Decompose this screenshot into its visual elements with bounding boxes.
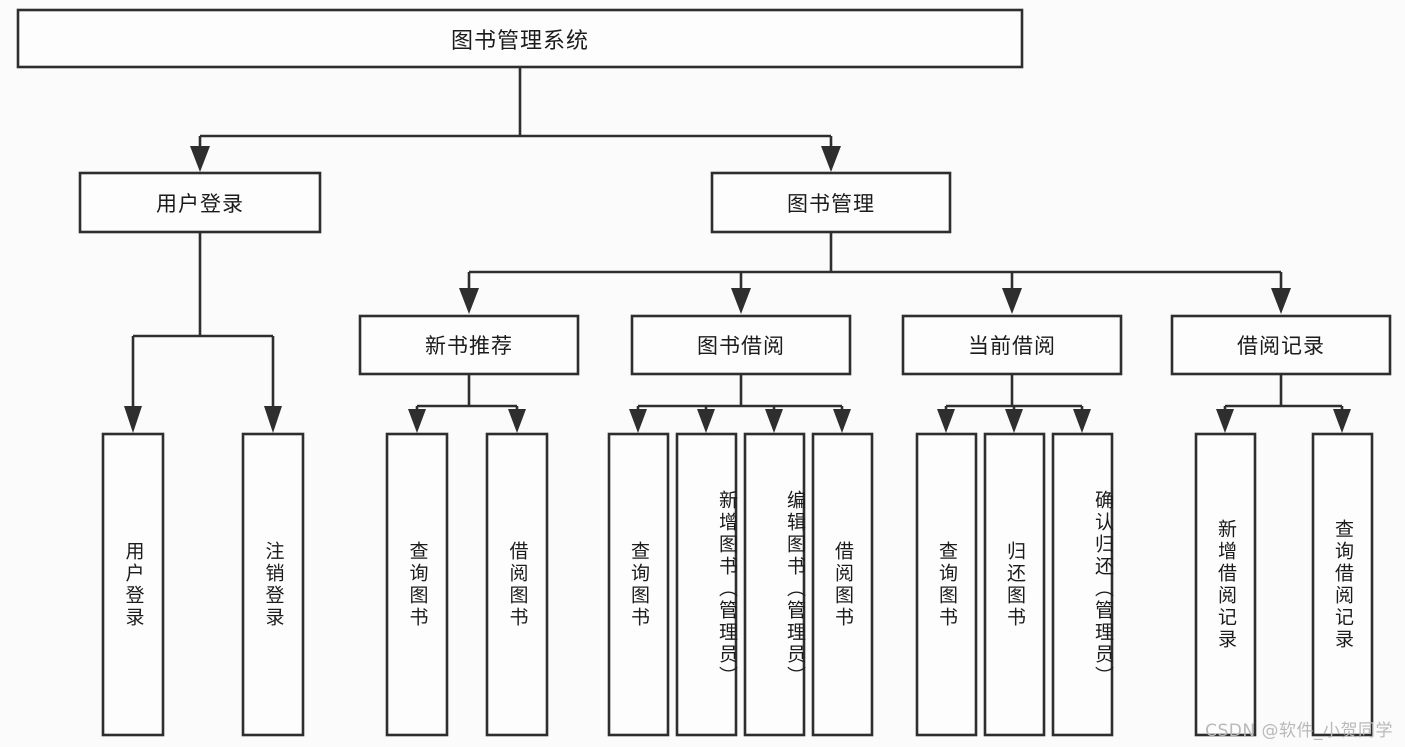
node-box-leaf-book-borrow-2[interactable] <box>743 432 806 737</box>
arrow-icon-book-borrow-leaf-1 <box>697 409 715 433</box>
node-box-leaf-current-borrow-0[interactable] <box>915 432 978 737</box>
node-box-leaf-current-borrow-1[interactable] <box>983 432 1046 737</box>
arrow-icon-current-borrow-leaf-2 <box>1073 409 1091 433</box>
node-box-user-login[interactable] <box>78 171 322 234</box>
arrow-icon-user-login-leaf-1 <box>264 406 282 433</box>
arrow-icon-book-borrow-leaf-3 <box>833 409 851 433</box>
node-box-book-manage[interactable] <box>710 171 952 234</box>
node-box-borrow-record[interactable] <box>1170 314 1392 376</box>
node-box-leaf-new-book-0[interactable] <box>385 432 449 737</box>
node-box-leaf-current-borrow-2[interactable] <box>1051 432 1114 737</box>
arrow-icon-book-borrow-leaf-2 <box>765 409 783 433</box>
node-box-leaf-borrow-record-1[interactable] <box>1311 432 1374 737</box>
arrow-icon-borrow-record-leaf-1 <box>1333 409 1351 433</box>
node-box-leaf-book-borrow-0[interactable] <box>607 432 670 737</box>
arrow-icon-book-manage-to-borrow-record <box>1271 288 1291 314</box>
node-box-leaf-book-borrow-1[interactable] <box>675 432 738 737</box>
arrow-icon-borrow-record-leaf-0 <box>1216 409 1234 433</box>
arrow-icon-current-borrow-leaf-1 <box>1005 409 1023 433</box>
arrow-icon-book-borrow-leaf-0 <box>629 409 647 433</box>
arrow-icon-book-manage-to-book-borrow <box>731 288 751 314</box>
arrow-icon-book-manage-to-new-book <box>459 288 479 314</box>
arrow-icon-new-book-leaf-1 <box>508 409 526 433</box>
node-box-leaf-user-login-0[interactable] <box>101 432 165 737</box>
arrow-icon-book-manage-to-current-borrow <box>1002 288 1022 314</box>
arrow-icon-root-to-book-manage <box>821 146 841 172</box>
node-box-leaf-book-borrow-3[interactable] <box>811 432 874 737</box>
node-box-leaf-new-book-1[interactable] <box>485 432 549 737</box>
arrow-icon-user-login-leaf-0 <box>124 406 142 433</box>
node-box-leaf-borrow-record-0[interactable] <box>1194 432 1257 737</box>
arrow-icon-current-borrow-leaf-0 <box>937 409 955 433</box>
arrow-icon-root-to-user-login <box>190 146 210 172</box>
arrow-icon-new-book-leaf-0 <box>408 409 426 433</box>
node-box-book-borrow[interactable] <box>630 314 852 376</box>
node-box-current-borrow[interactable] <box>901 314 1123 376</box>
node-box-leaf-user-login-1[interactable] <box>241 432 305 737</box>
node-box-new-book-recommend[interactable] <box>358 314 580 376</box>
node-box-root[interactable] <box>16 8 1024 69</box>
